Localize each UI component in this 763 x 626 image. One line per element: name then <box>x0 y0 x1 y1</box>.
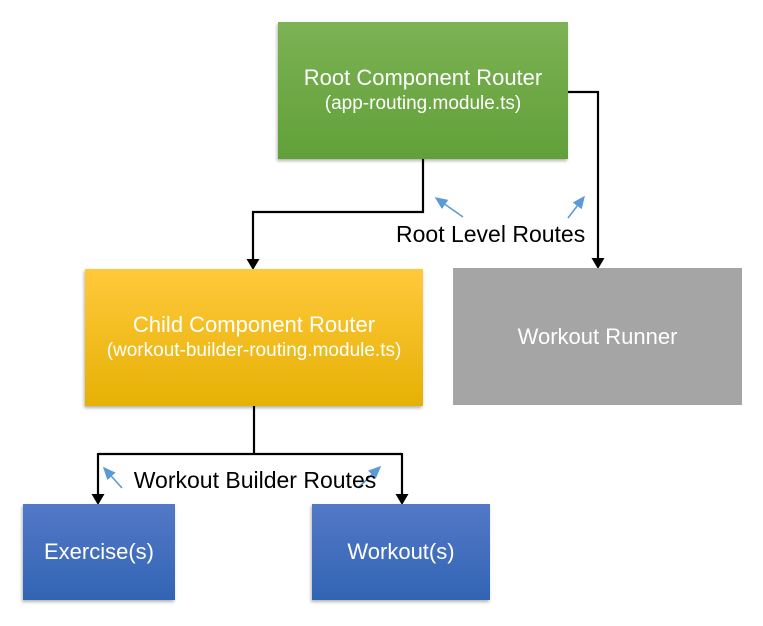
annotation-arrow-builder-left <box>102 466 123 489</box>
node-workout: Workout(s) <box>312 504 490 600</box>
node-exercise: Exercise(s) <box>23 504 175 600</box>
arrowhead-root-to-child <box>246 259 260 270</box>
connector-root-to-child <box>251 159 425 260</box>
arrowhead-child-to-workout <box>395 494 409 505</box>
arrowhead-child-to-exercise <box>91 494 105 505</box>
label-workout-builder-routes: Workout Builder Routes <box>133 467 377 493</box>
node-title: Child Component Router <box>132 312 376 338</box>
connector-root-to-runner <box>568 90 600 259</box>
label-root-level-routes: Root Level Routes <box>396 221 586 247</box>
node-root-component-router: Root Component Router (app-routing.modul… <box>278 22 568 159</box>
connector-child-to-children <box>96 406 404 495</box>
node-child-component-router: Child Component Router (workout-builder-… <box>85 269 423 406</box>
node-title: Workout(s) <box>347 539 455 565</box>
node-title: Workout Runner <box>517 323 678 349</box>
annotation-arrow-root-left <box>434 197 464 218</box>
arrowhead-root-to-runner <box>591 258 605 269</box>
node-workout-runner: Workout Runner <box>453 268 742 405</box>
node-subtitle: (app-routing.module.ts) <box>324 92 522 114</box>
node-title: Exercise(s) <box>43 539 154 565</box>
annotation-arrow-builder-right <box>357 465 382 489</box>
annotation-arrow-root-right <box>567 195 585 219</box>
node-subtitle: (workout-builder-routing.module.ts) <box>106 339 402 361</box>
node-title: Root Component Router <box>303 65 543 91</box>
